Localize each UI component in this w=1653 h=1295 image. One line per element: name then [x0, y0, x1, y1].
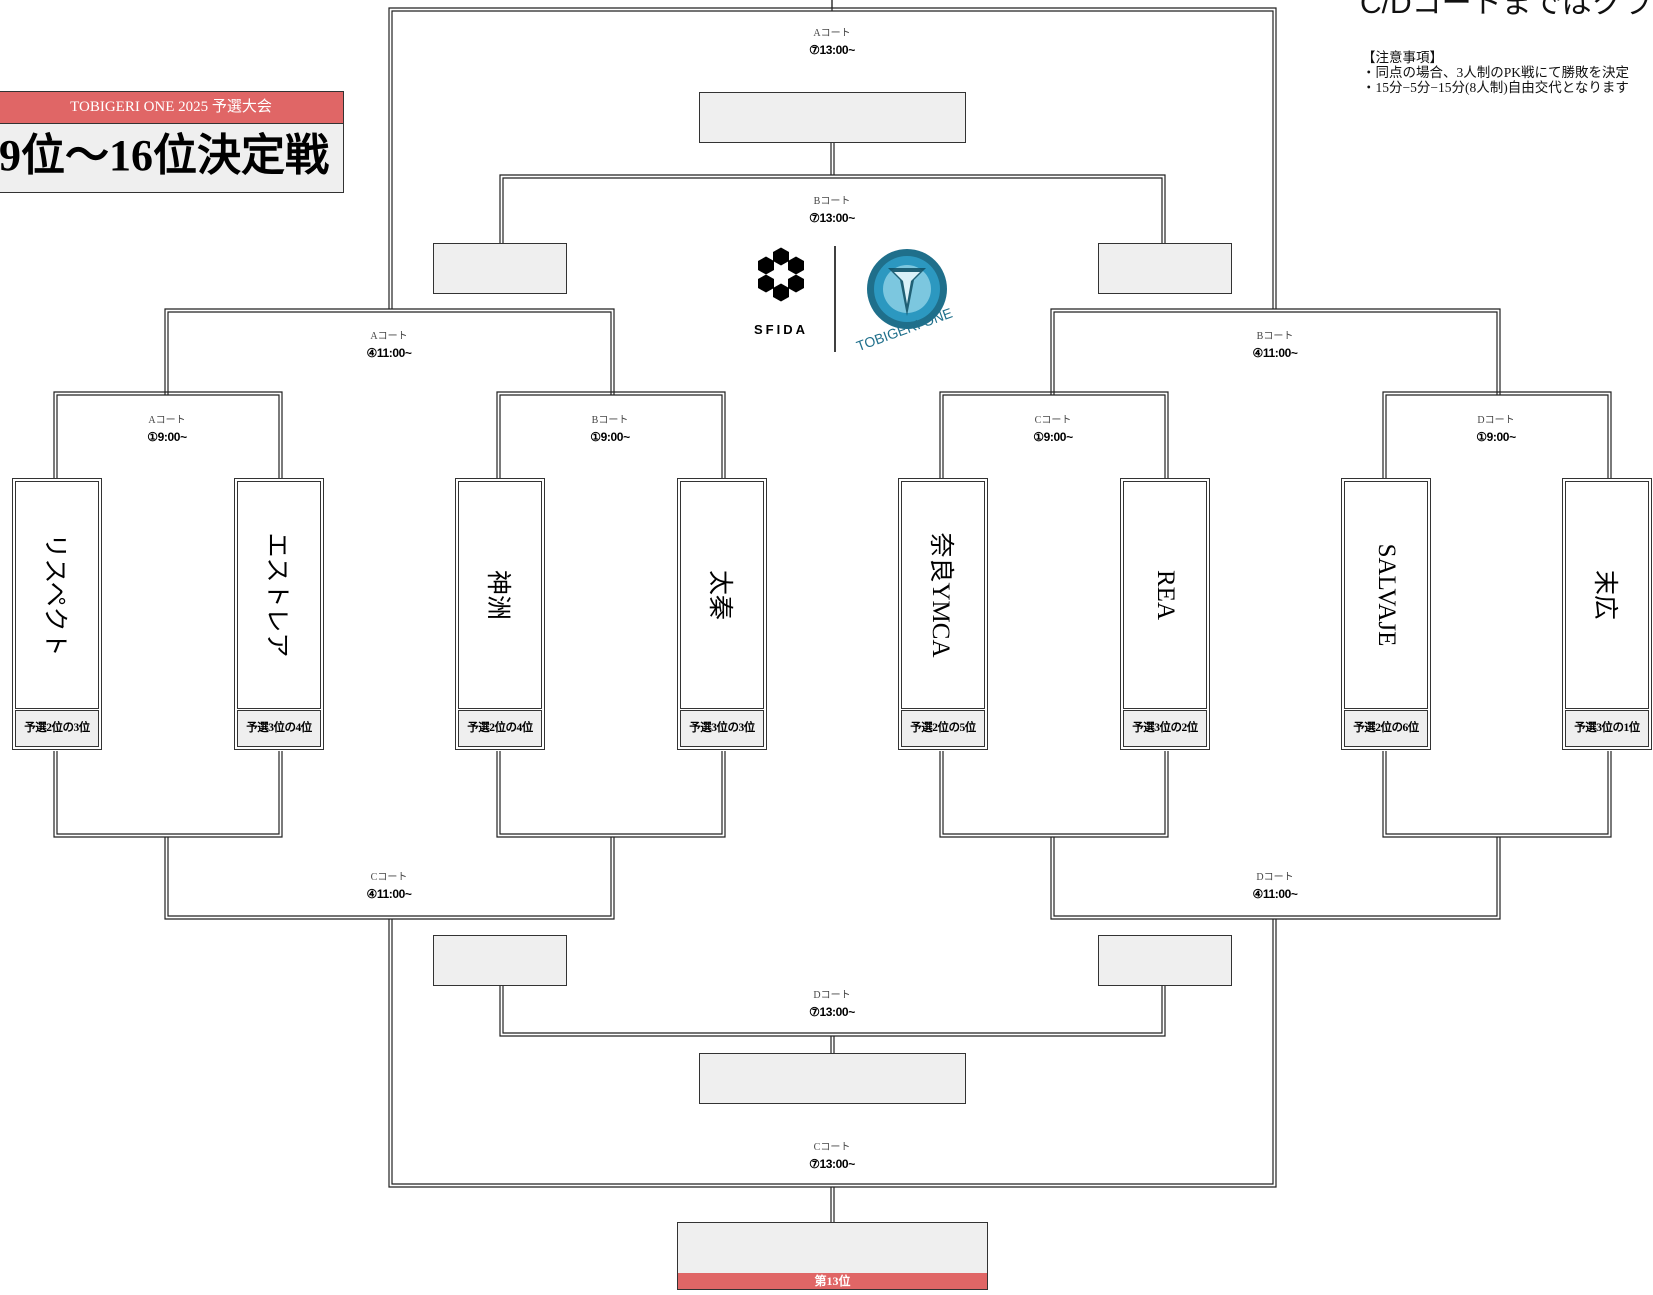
match-time: ①9:00~	[1476, 430, 1516, 444]
final-placement-label: 第13位	[678, 1273, 987, 1289]
match-time: ⑦13:00~	[809, 211, 855, 225]
sponsor-logo: SFIDA TOBIGERI ONE	[754, 246, 954, 354]
team-name: SALVAJE	[1373, 543, 1400, 647]
team-name-box: 太秦	[680, 481, 764, 709]
team-name-box: REA	[1123, 481, 1207, 709]
team-name-box: SALVAJE	[1344, 481, 1428, 709]
team-card: 末広 予選3位の1位	[1562, 478, 1652, 750]
result-slot-lower-right	[1098, 935, 1232, 986]
team-seed: 予選2位の6位	[1344, 710, 1428, 747]
team-seed: 予選3位の4位	[237, 710, 321, 747]
team-name-box: 末広	[1565, 481, 1649, 709]
result-slot-lower-left	[433, 935, 567, 986]
notes-heading: 【注意事項】	[1362, 50, 1443, 65]
match-time: ⑦13:00~	[809, 1157, 855, 1171]
match-time: ①9:00~	[590, 430, 630, 444]
top-right-heading: C/Dコートまではクラブ	[1360, 0, 1653, 20]
match-court: Cコート	[1034, 415, 1072, 426]
page-title: 9位～16位決定戦	[0, 124, 344, 193]
match-time: ⑦13:00~	[809, 43, 855, 57]
team-name-box: エストレア	[237, 481, 321, 709]
team-name: 奈良YMCA	[927, 532, 954, 658]
team-name: 太秦	[706, 569, 733, 621]
match-time: ⑦13:00~	[809, 1005, 855, 1019]
team-name: 末広	[1591, 569, 1618, 621]
result-slot-upper-left	[433, 243, 567, 294]
team-name-box: 奈良YMCA	[901, 481, 985, 709]
sfida-wordmark: SFIDA	[754, 322, 808, 337]
match-court: Aコート	[370, 331, 408, 342]
team-card: リスペクト 予選2位の3位	[12, 478, 102, 750]
event-banner: TOBIGERI ONE 2025 予選大会	[0, 91, 344, 124]
match-court: Bコート	[813, 196, 851, 207]
result-slot-lower-final	[699, 1053, 966, 1104]
team-seed: 予選3位の3位	[680, 710, 764, 747]
match-court: Aコート	[813, 28, 851, 39]
match-time: ④11:00~	[1252, 346, 1298, 360]
notes-block: 【注意事項】 ・同点の場合、3人制のPK戦にて勝敗を決定 ・15分−5分−15分…	[1362, 50, 1629, 95]
match-court: Bコート	[591, 415, 629, 426]
team-seed: 予選3位の2位	[1123, 710, 1207, 747]
team-name: 神洲	[484, 569, 511, 621]
team-seed: 予選2位の5位	[901, 710, 985, 747]
team-seed: 予選2位の3位	[15, 710, 99, 747]
match-court: Cコート	[813, 1142, 851, 1153]
notes-line: ・同点の場合、3人制のPK戦にて勝敗を決定	[1362, 65, 1630, 80]
match-court: Bコート	[1256, 331, 1294, 342]
final-placement-slot: 第13位	[677, 1222, 988, 1290]
match-court: Dコート	[813, 990, 851, 1001]
team-name: リスペクト	[41, 533, 68, 657]
team-seed: 予選2位の4位	[458, 710, 542, 747]
team-card: SALVAJE 予選2位の6位	[1341, 478, 1431, 750]
tobigeri-emblem-icon	[867, 249, 947, 329]
result-slot-upper-final	[699, 92, 966, 143]
match-court: Dコート	[1477, 415, 1515, 426]
match-time: ④11:00~	[366, 887, 412, 901]
match-time: ①9:00~	[147, 430, 187, 444]
match-time: ④11:00~	[366, 346, 412, 360]
match-time: ①9:00~	[1033, 430, 1073, 444]
team-card: 太秦 予選3位の3位	[677, 478, 767, 750]
team-card: 神洲 予選2位の4位	[455, 478, 545, 750]
team-name: エストレア	[263, 532, 290, 658]
match-court: Dコート	[1256, 872, 1294, 883]
team-card: REA 予選3位の2位	[1120, 478, 1210, 750]
sfida-mark-icon	[758, 247, 804, 302]
notes-line: ・15分−5分−15分(8人制)自由交代となります	[1362, 80, 1629, 95]
team-card: エストレア 予選3位の4位	[234, 478, 324, 750]
team-name: REA	[1152, 570, 1179, 620]
team-name-box: 神洲	[458, 481, 542, 709]
team-name-box: リスペクト	[15, 481, 99, 709]
team-seed: 予選3位の1位	[1565, 710, 1649, 747]
team-card: 奈良YMCA 予選2位の5位	[898, 478, 988, 750]
match-court: Cコート	[370, 872, 408, 883]
match-court: Aコート	[148, 415, 186, 426]
match-time: ④11:00~	[1252, 887, 1298, 901]
result-slot-upper-right	[1098, 243, 1232, 294]
